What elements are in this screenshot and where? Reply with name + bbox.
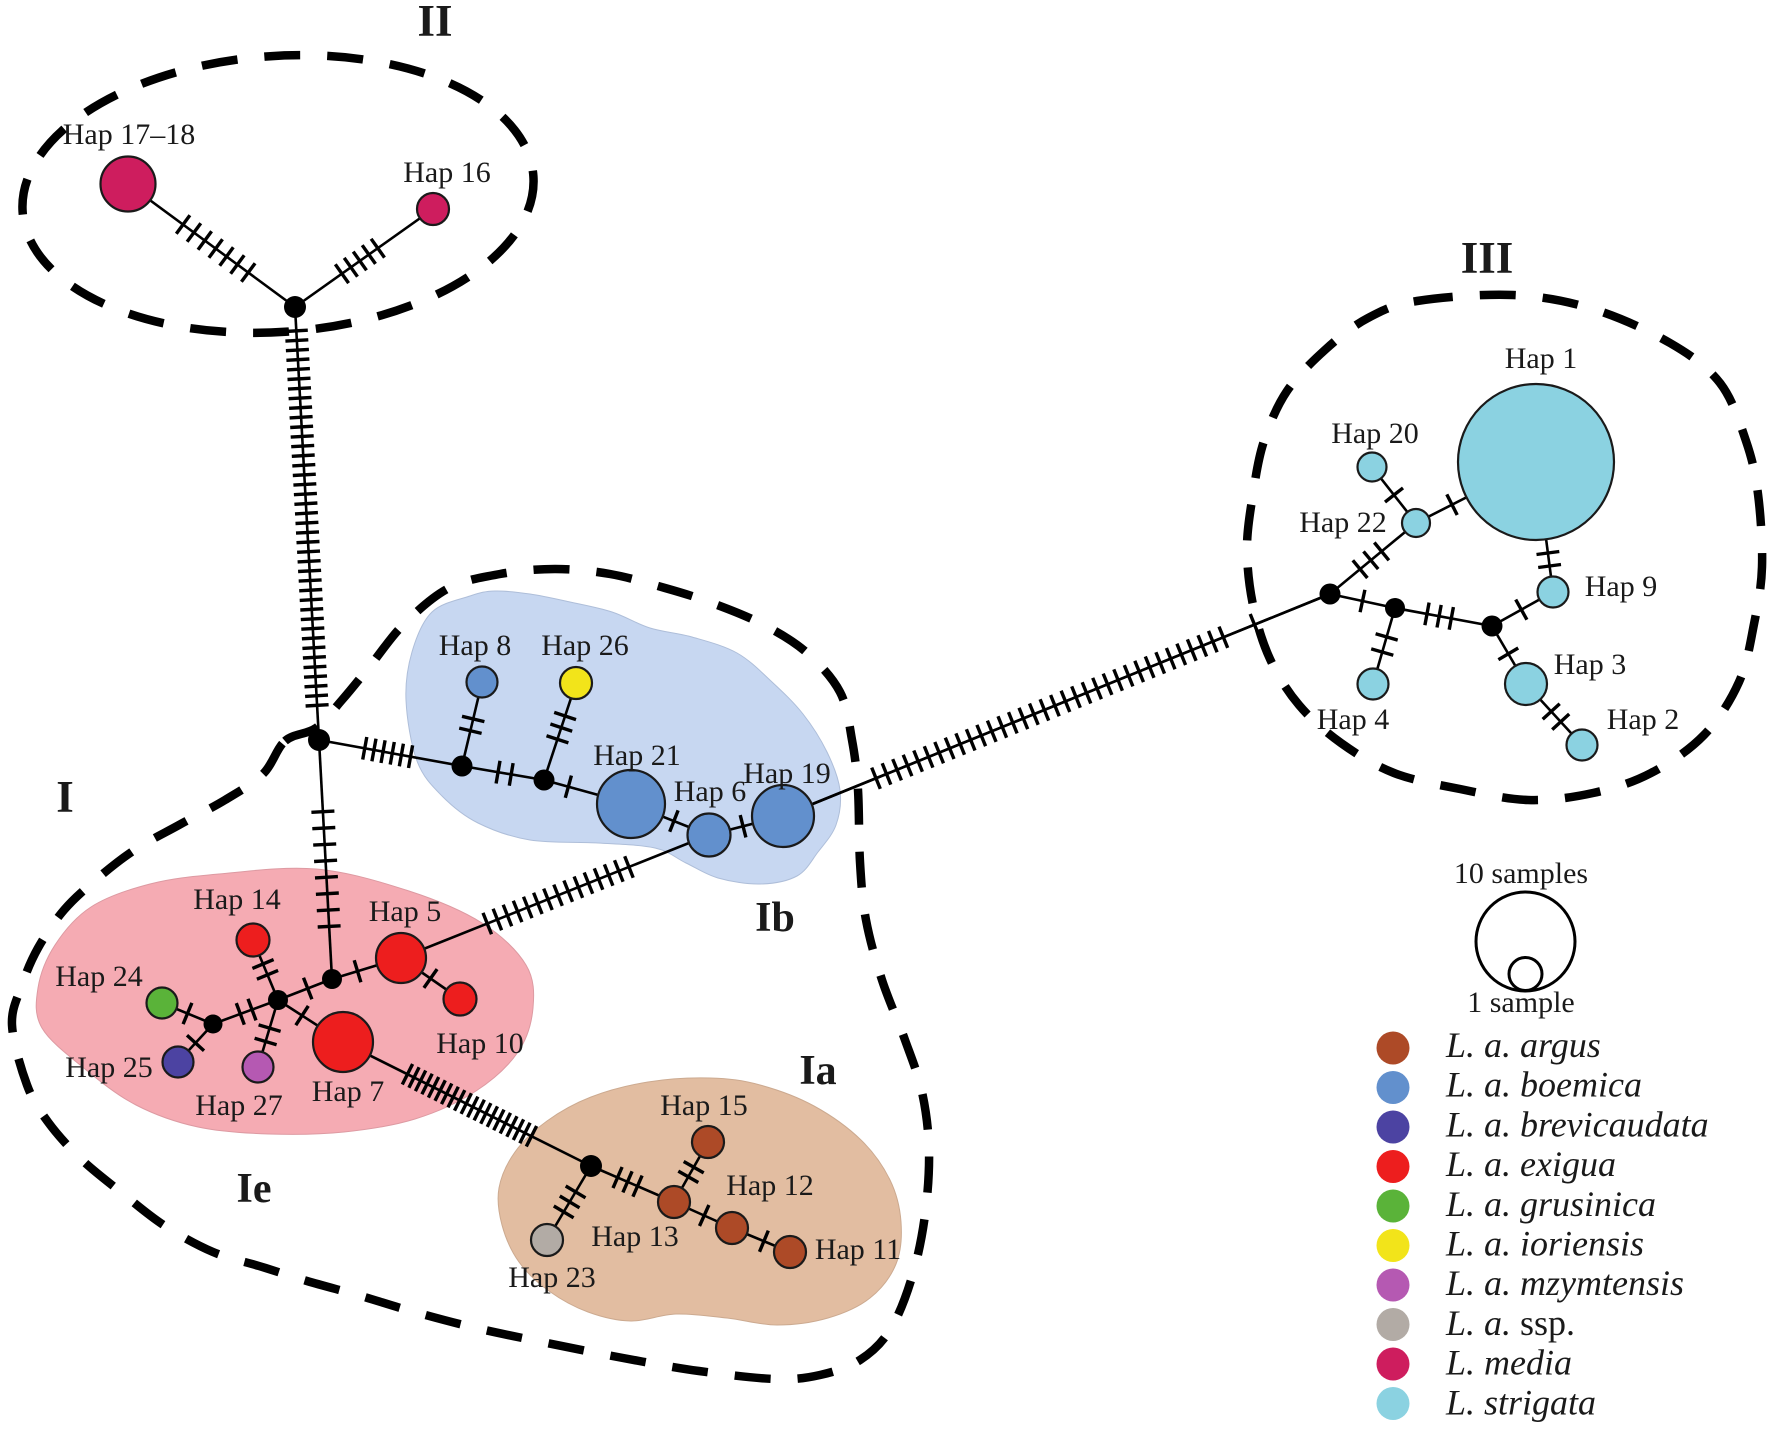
svg-text:Hap 14: Hap 14 <box>193 883 280 916</box>
svg-text:Ib: Ib <box>755 895 795 941</box>
svg-text:Hap 22: Hap 22 <box>1299 506 1386 539</box>
svg-text:Ia: Ia <box>799 1048 836 1094</box>
svg-text:L. media: L. media <box>1445 1343 1572 1383</box>
svg-text:Hap 9: Hap 9 <box>1585 570 1657 603</box>
svg-text:Hap 25: Hap 25 <box>65 1051 152 1084</box>
svg-text:Hap 17–18: Hap 17–18 <box>63 118 195 151</box>
svg-text:L. a. mzymtensis: L. a. mzymtensis <box>1445 1263 1684 1303</box>
svg-text:10 samples: 10 samples <box>1454 857 1588 890</box>
svg-text:Hap 10: Hap 10 <box>436 1027 523 1060</box>
svg-text:Hap 12: Hap 12 <box>726 1169 813 1202</box>
svg-text:Hap 13: Hap 13 <box>591 1220 678 1253</box>
svg-text:Hap 2: Hap 2 <box>1607 703 1679 736</box>
svg-text:Hap 8: Hap 8 <box>439 629 511 662</box>
svg-text:Hap 20: Hap 20 <box>1331 417 1418 450</box>
svg-text:Hap 26: Hap 26 <box>541 629 628 662</box>
svg-text:Hap 6: Hap 6 <box>674 775 746 808</box>
svg-text:Hap 4: Hap 4 <box>1317 703 1389 736</box>
svg-text:I: I <box>56 772 74 822</box>
svg-text:1 sample: 1 sample <box>1467 986 1574 1019</box>
svg-text:Hap 19: Hap 19 <box>743 757 830 790</box>
svg-text:Hap 11: Hap 11 <box>815 1233 901 1266</box>
svg-text:Ie: Ie <box>237 1166 272 1212</box>
svg-text:Hap 15: Hap 15 <box>660 1089 747 1122</box>
svg-text:Hap 27: Hap 27 <box>195 1089 282 1122</box>
svg-text:III: III <box>1461 233 1514 283</box>
svg-text:L. a. brevicaudata: L. a. brevicaudata <box>1445 1104 1709 1144</box>
svg-text:L. a. ioriensis: L. a. ioriensis <box>1445 1224 1644 1264</box>
svg-text:L. strigata: L. strigata <box>1445 1382 1596 1422</box>
svg-text:Hap 1: Hap 1 <box>1505 342 1577 375</box>
svg-text:L. a. exigua: L. a. exigua <box>1445 1144 1616 1184</box>
svg-text:L. a. ssp.: L. a. ssp. <box>1445 1303 1575 1343</box>
svg-text:Hap 3: Hap 3 <box>1554 648 1626 681</box>
svg-text:L. a. argus: L. a. argus <box>1445 1025 1601 1065</box>
svg-text:Hap 5: Hap 5 <box>369 895 441 928</box>
svg-text:Hap 24: Hap 24 <box>55 960 142 993</box>
svg-text:Hap 23: Hap 23 <box>508 1261 595 1294</box>
svg-text:II: II <box>417 0 452 46</box>
svg-text:L. a. boemica: L. a. boemica <box>1445 1065 1642 1105</box>
svg-text:Hap 21: Hap 21 <box>593 739 680 772</box>
svg-text:Hap 7: Hap 7 <box>312 1075 384 1108</box>
svg-text:L. a. grusinica: L. a. grusinica <box>1445 1184 1656 1224</box>
svg-text:Hap 16: Hap 16 <box>403 156 490 189</box>
